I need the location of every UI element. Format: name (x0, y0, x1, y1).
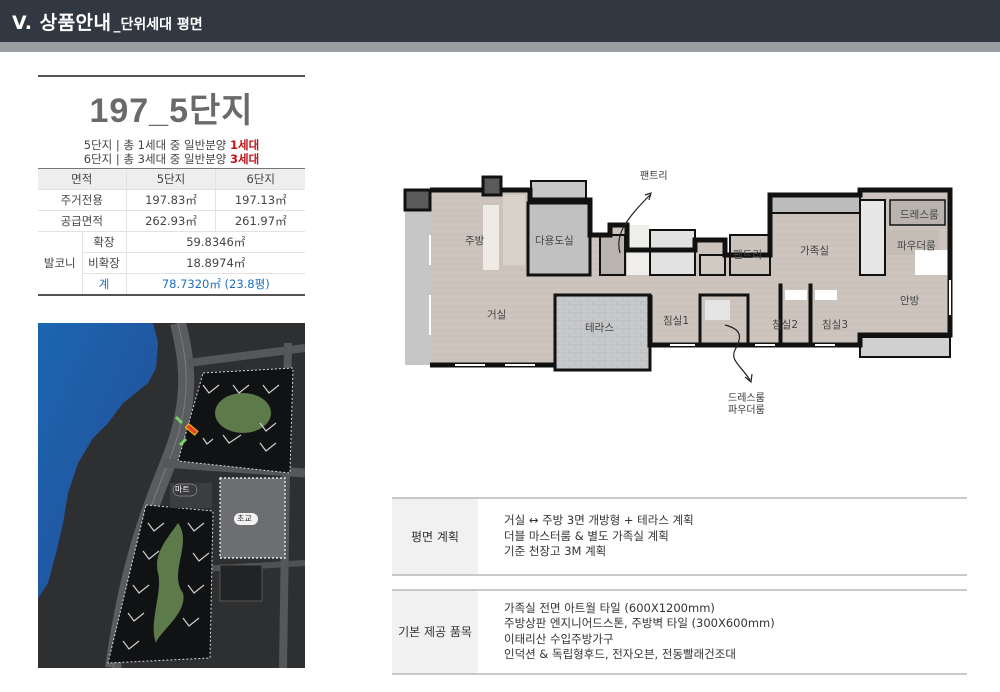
room-bedroom-2: 침실2 (772, 319, 799, 331)
header-band (0, 42, 1000, 52)
table-row: 비확장 18.8974㎡ (38, 252, 305, 274)
table-row-total: 계 78.7320㎡ (23.8평) (38, 273, 305, 296)
map-label-mart: 마트 (175, 485, 190, 494)
spec-row-items: 기본 제공 품목 가족실 전면 아트월 타일 (600X1200mm) 주방상판… (392, 588, 967, 675)
supply-line-6: 6단지 | 총 3세대 중 일반분양 3세대 (83, 152, 260, 166)
cell-value: 197.13㎡ (215, 189, 305, 211)
row-label: 확장 (81, 231, 126, 253)
spec-line: 더블 마스터룸 & 별도 가족실 계획 (504, 528, 669, 543)
room-bedroom-1: 침실1 (663, 315, 690, 327)
floor-plan-drawing (403, 175, 953, 384)
supply-count-highlight: 1세대 (230, 138, 260, 152)
spec-head: 평면 계획 (392, 499, 478, 574)
spec-line: 기준 천장고 3M 계획 (504, 544, 607, 558)
row-label-total: 계 (81, 273, 126, 296)
section-subtitle: _단위세대 평면 (113, 17, 203, 33)
spec-head: 기본 제공 품목 (392, 590, 478, 673)
table-row: 주거전용 197.83㎡ 197.13㎡ (38, 189, 305, 211)
spec-line: 주방상판 엔지니어드스톤, 주방벽 타일 (300X600mm) (504, 616, 775, 630)
room-dress: 드레스룸 (900, 209, 939, 221)
spec-line: 이태리산 수입주방가구 (504, 631, 614, 646)
table-row: 발코니 확장 59.8346㎡ (38, 231, 305, 296)
cell-value: 262.93㎡ (125, 210, 216, 232)
balcony-label: 발코니 (38, 231, 82, 296)
cell-value: 18.8974㎡ (125, 252, 305, 274)
room-terrace: 테라스 (585, 322, 614, 334)
supply-summary: 5단지 | 총 1세대 중 일반분양 1세대 6단지 | 총 3세대 중 일반분… (38, 138, 305, 166)
page-header: V. 상품안내_단위세대 평면 (0, 0, 1000, 42)
divider (38, 75, 305, 77)
room-pantry: 팬트리 (733, 249, 762, 261)
map-label-school: 초교 (237, 514, 252, 523)
room-bedroom-3: 침실3 (822, 319, 849, 331)
row-label: 주거전용 (38, 189, 126, 211)
callout-dress-powder: 드레스룸 파우더룸 (728, 393, 765, 416)
row-label: 비확장 (81, 252, 126, 274)
room-master: 안방 (900, 295, 920, 307)
spec-body: 가족실 전면 아트월 타일 (600X1200mm) 주방상판 엔지니어드스톤,… (478, 591, 967, 673)
cell-value: 197.83㎡ (125, 189, 216, 211)
site-map-image (38, 323, 305, 668)
spec-body: 거실 ↔ 주방 3면 개방형 + 테라스 계획 더블 마스터룸 & 별도 가족실… (478, 499, 967, 574)
spec-row-plan: 평면 계획 거실 ↔ 주방 3면 개방형 + 테라스 계획 더블 마스터룸 & … (392, 497, 967, 576)
spec-line: 인덕션 & 독립형후드, 전자오븐, 전동빨래건조대 (504, 647, 736, 661)
cell-value: 59.8346㎡ (125, 231, 305, 253)
supply-line-5: 5단지 | 총 1세대 중 일반분양 1세대 (83, 138, 260, 152)
callout-pantry: 팬트리 (640, 171, 668, 182)
col-header-5: 5단지 (125, 168, 216, 190)
unit-type-title: 197_5단지 (89, 92, 254, 130)
site-map: 마트 초교 (38, 323, 305, 668)
table-header-row: 면적 5단지 6단지 (38, 168, 305, 190)
table-row: 공급면적 262.93㎡ 261.97㎡ (38, 210, 305, 232)
spec-table: 평면 계획 거실 ↔ 주방 3면 개방형 + 테라스 계획 더블 마스터룸 & … (392, 497, 967, 675)
room-family: 가족실 (800, 245, 829, 257)
cell-value-total: 78.7320㎡ (23.8평) (125, 273, 305, 296)
col-header-6: 6단지 (215, 168, 305, 190)
cell-value: 261.97㎡ (215, 210, 305, 232)
floor-plan: 주방 거실 다용도실 테라스 침실1 침실2 침실3 팬트리 가족실 드레스룸 … (395, 165, 970, 425)
row-label: 공급면적 (38, 210, 126, 232)
section-title: V. 상품안내 (12, 12, 112, 34)
col-header-area: 면적 (38, 168, 126, 190)
room-utility: 다용도실 (535, 235, 574, 247)
area-table: 면적 5단지 6단지 주거전용 197.83㎡ 197.13㎡ 공급면적 262… (38, 168, 305, 296)
spec-line: 거실 ↔ 주방 3면 개방형 + 테라스 계획 (504, 513, 694, 527)
unit-info-panel: 197_5단지 5단지 | 총 1세대 중 일반분양 1세대 6단지 | 총 3… (38, 75, 305, 296)
spec-line: 가족실 전면 아트월 타일 (600X1200mm) (504, 600, 715, 615)
room-living: 거실 (487, 309, 507, 321)
supply-count-highlight: 3세대 (230, 152, 260, 166)
room-kitchen: 주방 (465, 235, 485, 247)
room-powder: 파우더룸 (897, 240, 936, 252)
page-title: V. 상품안내_단위세대 평면 (12, 8, 203, 35)
